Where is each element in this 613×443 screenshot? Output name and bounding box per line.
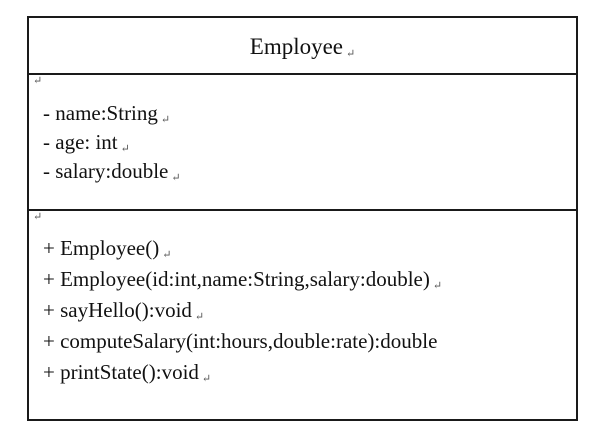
attribute-list: - name:String↵ - age: int↵ - salary:doub… bbox=[43, 99, 574, 186]
method-text: + Employee(id:int,name:String,salary:dou… bbox=[43, 267, 430, 291]
attributes-compartment: ↵ - name:String↵ - age: int↵ - salary:do… bbox=[29, 75, 576, 211]
return-marker-icon: ↵ bbox=[120, 143, 130, 155]
class-name-compartment: Employee↵ bbox=[29, 18, 576, 75]
methods-compartment: ↵ + Employee()↵ + Employee(id:int,name:S… bbox=[29, 211, 576, 419]
method-item: + sayHello():void↵ bbox=[43, 295, 574, 326]
method-text: + computeSalary(int:hours,double:rate):d… bbox=[43, 329, 438, 353]
return-marker-icon: ↵ bbox=[162, 249, 172, 261]
return-marker-icon: ↵ bbox=[432, 280, 443, 292]
return-marker-icon: ↵ bbox=[171, 172, 181, 184]
attribute-item: - age: int↵ bbox=[43, 128, 574, 157]
class-title: Employee↵ bbox=[29, 34, 576, 67]
return-marker-icon: ↵ bbox=[201, 373, 212, 385]
uml-class-box: Employee↵ ↵ - name:String↵ - age: int↵ -… bbox=[27, 16, 578, 421]
attribute-text: - name:String bbox=[43, 101, 158, 125]
method-item: + computeSalary(int:hours,double:rate):d… bbox=[43, 326, 574, 357]
method-text: + Employee() bbox=[43, 236, 160, 260]
attribute-item: - salary:double↵ bbox=[43, 157, 574, 186]
attribute-text: - age: int bbox=[43, 130, 118, 154]
method-item: + Employee()↵ bbox=[43, 233, 574, 264]
method-item: + Employee(id:int,name:String,salary:dou… bbox=[43, 264, 574, 295]
return-marker-icon: ↵ bbox=[194, 311, 205, 323]
method-item: + printState():void↵ bbox=[43, 357, 574, 388]
return-marker-icon: ↵ bbox=[33, 75, 43, 87]
class-title-text: Employee bbox=[249, 34, 344, 59]
method-text: + sayHello():void bbox=[43, 298, 192, 322]
method-text: + printState():void bbox=[43, 360, 199, 384]
method-list: + Employee()↵ + Employee(id:int,name:Str… bbox=[43, 233, 574, 388]
return-marker-icon: ↵ bbox=[160, 114, 171, 126]
return-marker-icon: ↵ bbox=[346, 48, 356, 60]
return-marker-icon: ↵ bbox=[33, 211, 43, 223]
attribute-text: - salary:double bbox=[43, 159, 169, 183]
attribute-item: - name:String↵ bbox=[43, 99, 574, 128]
